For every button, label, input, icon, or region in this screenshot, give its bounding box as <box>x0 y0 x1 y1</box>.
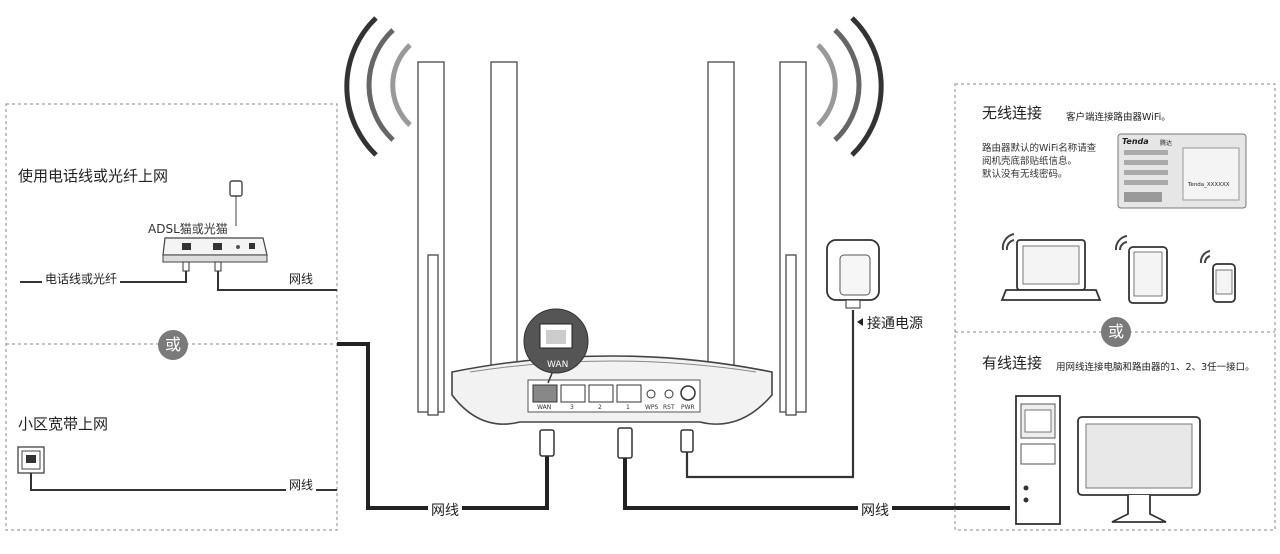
power-plug <box>680 429 694 453</box>
port-label-2: 2 <box>598 404 602 411</box>
monitor-icon <box>1077 416 1201 523</box>
laptop-icon <box>1000 233 1102 301</box>
port-label-3: 3 <box>570 404 574 411</box>
sticker-brand-cn: 腾达 <box>1160 140 1173 147</box>
modem-cable-label: 网线 <box>286 270 317 287</box>
or-badge-right: 或 <box>1101 317 1131 347</box>
lan-cable-label: 网线 <box>858 500 892 520</box>
lan-plug <box>617 427 633 459</box>
wifi-note-line-1: 路由器默认的WiFi名称请查 <box>982 143 1097 154</box>
router-body <box>451 355 773 425</box>
port-label-wan: WAN <box>537 404 552 411</box>
tablet-icon <box>1114 235 1168 304</box>
port-label-wps: WPS <box>645 404 659 411</box>
wired-title: 有线连接 <box>982 354 1043 372</box>
power-adapter-icon <box>826 239 880 309</box>
power-cable <box>685 310 855 479</box>
sticker-brand: Tenda <box>1122 137 1149 146</box>
wall-socket-icon <box>17 446 45 474</box>
wan-cable <box>337 342 549 510</box>
modem-label: ADSL猫或光猫 <box>148 222 228 236</box>
wifi-note-line-3: 默认没有无线密码。 <box>982 169 1068 180</box>
port-label-1: 1 <box>626 404 630 411</box>
wireless-subtitle: 客户端连接路由器WiFi。 <box>1066 112 1171 123</box>
or-badge-left: 或 <box>158 330 188 360</box>
phone-line-label: 电话线或光纤 <box>42 270 121 287</box>
wireless-title: 无线连接 <box>982 104 1043 122</box>
modem-ethernet-cable <box>217 262 337 291</box>
lan-cable <box>623 458 1010 510</box>
wifi-waves-left <box>344 16 412 157</box>
community-cable <box>30 473 337 491</box>
router-sticker-image <box>1117 133 1247 209</box>
sticker-ssid: Tenda_XXXXXX <box>1188 182 1230 188</box>
wifi-note-line-2: 阅机壳底部贴纸信息。 <box>982 156 1078 167</box>
wan-callout <box>523 308 589 384</box>
phone-icon <box>1199 250 1236 303</box>
section-phone-fiber-title: 使用电话线或光纤上网 <box>18 167 169 185</box>
phone-jack-icon <box>229 180 243 226</box>
modem-icon <box>162 237 268 263</box>
wired-subtitle: 用网线连接电脑和路由器的1、2、3任一接口。 <box>1056 362 1255 373</box>
wan-cable-label: 网线 <box>428 500 462 520</box>
right-panel-frame <box>954 83 1276 531</box>
power-label: 接通电源 <box>867 316 923 332</box>
port-label-rst: RST <box>663 404 675 411</box>
wifi-waves-right <box>816 16 884 157</box>
community-cable-label: 网线 <box>286 476 317 493</box>
port-label-pwr: PWR <box>681 404 695 411</box>
desktop-tower-icon <box>1015 395 1061 525</box>
router-antennas <box>417 61 807 416</box>
section-community-title: 小区宽带上网 <box>18 415 109 433</box>
wan-callout-label: WAN <box>547 360 569 370</box>
power-arrow-icon <box>857 318 863 326</box>
